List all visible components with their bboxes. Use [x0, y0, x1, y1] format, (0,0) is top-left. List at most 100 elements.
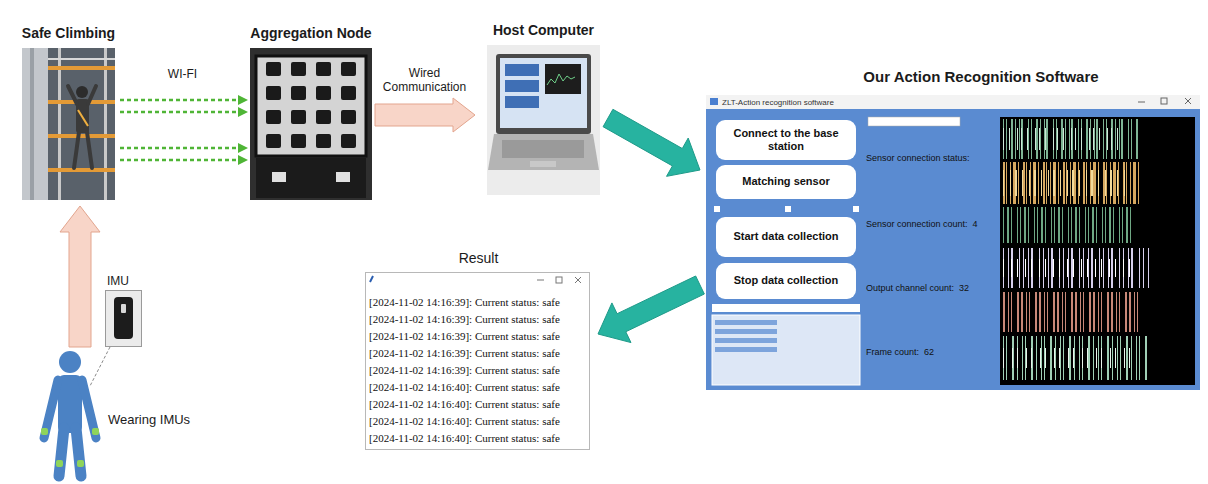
- sensor-label: IMU: [107, 274, 129, 288]
- person-figure: Wearing IMUs: [30, 350, 180, 482]
- climbing-photo-part: [104, 48, 107, 200]
- wifi-arrow: [120, 99, 246, 102]
- climbing-photo-part: [48, 134, 115, 138]
- panel-heading: Host Computer: [493, 22, 594, 38]
- software-screenshot-part: [714, 206, 720, 212]
- laptop-photo-part: [530, 161, 556, 167]
- person-silhouette: [41, 351, 99, 476]
- aggregation-node-photo: [250, 48, 372, 200]
- person-silhouette-part: [44, 380, 96, 438]
- climbing-photo: [22, 48, 115, 200]
- software-screenshot-part: [710, 98, 718, 105]
- software-screenshot-part: [712, 304, 860, 312]
- laptop-photo-part: [488, 134, 599, 170]
- aggregation-node-photo-part: [272, 172, 286, 182]
- photo-panel: Aggregation Node: [250, 48, 372, 200]
- imu-device-part: [114, 297, 133, 339]
- software-screenshot-part: [1161, 98, 1167, 104]
- climbing-photo-part: [48, 58, 115, 60]
- log-window: Result[2024-11-02 14:16:39]: Current sta…: [365, 272, 590, 450]
- software-screenshot-part: [706, 95, 1200, 390]
- aggregation-node-photo-part: [250, 48, 372, 200]
- block-arrow: [603, 109, 700, 176]
- field-label: Frame count:: [866, 346, 919, 358]
- software-screenshot-part: [785, 206, 791, 212]
- climbing-photo-part: [78, 110, 88, 126]
- block-arrow: [598, 276, 704, 343]
- laptop-photo-part: [505, 80, 539, 92]
- window-title: ZLT-Action recognition software: [722, 97, 834, 109]
- result-window-part: [556, 277, 562, 283]
- software-screenshot-part: [1003, 162, 1142, 204]
- field-label: Output channel count:: [866, 282, 954, 294]
- connector: [375, 98, 475, 132]
- software-button: Connect to the base station: [716, 120, 856, 160]
- panel-heading: Result: [459, 250, 499, 266]
- log-line: [2024-11-02 14:16:39]: Current status: s…: [369, 294, 560, 311]
- photo-panel: Host Computer: [487, 45, 600, 195]
- figure-caption: Wearing IMUs: [108, 412, 190, 427]
- software-screenshot-part: [1000, 117, 1195, 385]
- software-screenshot-part: [715, 338, 777, 343]
- field-label: Sensor connection status:: [866, 152, 970, 164]
- log-line: [2024-11-02 14:16:40]: Current status: s…: [369, 430, 560, 447]
- person-silhouette-part: [77, 460, 84, 467]
- imu-device-part: [90, 347, 110, 386]
- climbing-photo-part: [22, 48, 48, 200]
- software-button: Matching sensor: [716, 165, 856, 199]
- log-line: [2024-11-02 14:16:40]: Current status: s…: [369, 413, 560, 430]
- laptop-photo-part: [545, 64, 581, 94]
- log-line: [2024-11-02 14:16:39]: Current status: s…: [369, 311, 560, 328]
- imu-device-part: [121, 304, 126, 313]
- laptop-photo-part: [505, 96, 539, 108]
- connector: [120, 100, 246, 160]
- laptop-photo: [487, 45, 600, 195]
- climbing-photo-part: [76, 86, 88, 98]
- software-button: Stop data collection: [716, 263, 856, 299]
- software-screenshot-part: [1003, 128, 1120, 150]
- laptop-photo-part: [487, 45, 600, 195]
- climbing-photo-part: [22, 48, 115, 200]
- laptop-photo-part: [505, 64, 539, 76]
- log-line: [2024-11-02 14:16:40]: Current status: s…: [369, 396, 560, 413]
- log-line: [2024-11-02 14:16:40]: Current status: s…: [369, 379, 560, 396]
- climbing-photo-part: [48, 66, 115, 70]
- software-screenshot-part: [706, 95, 1200, 109]
- result-window: [365, 272, 590, 450]
- photo-panel: Safe Climbing: [22, 48, 115, 200]
- wifi-arrow: [120, 147, 246, 150]
- person-silhouette-part: [59, 351, 81, 373]
- log-line: [2024-11-02 14:16:39]: Current status: s…: [369, 328, 560, 345]
- connector: [598, 276, 704, 343]
- button-label: Stop data collection: [734, 274, 839, 287]
- imu-device: [90, 290, 142, 386]
- wifi-arrow: [120, 111, 246, 114]
- software-screenshot-part: [1003, 207, 1132, 243]
- software-screenshot-part: [1003, 336, 1150, 380]
- laptop-photo-part: [500, 58, 587, 128]
- panel-heading: Aggregation Node: [250, 25, 371, 41]
- wifi-arrow: [120, 159, 246, 162]
- software-screenshot-part: [1003, 292, 1140, 332]
- log-line: [2024-11-02 14:16:39]: Current status: s…: [369, 362, 560, 379]
- software-screenshot-part: [1003, 348, 1135, 368]
- panel-heading: Our Action Recognition Software: [863, 68, 1098, 85]
- software-screenshot-part: [868, 117, 960, 126]
- person-silhouette-part: [41, 428, 48, 435]
- panel-heading: Safe Climbing: [22, 25, 115, 41]
- person-silhouette-part: [92, 428, 99, 435]
- result-window-part: [537, 277, 581, 283]
- block-arrow: [60, 206, 100, 347]
- software-screenshot-part: [1138, 98, 1191, 104]
- software-screenshot-part: [1003, 259, 1130, 277]
- climbing-photo-part: [30, 48, 34, 200]
- software-screenshot-part: [712, 315, 860, 385]
- software-screenshot-part: [715, 347, 777, 352]
- software-screenshot-part: [715, 320, 777, 325]
- field-value: 62: [924, 346, 934, 358]
- field-value: 32: [959, 282, 969, 294]
- software-button: Start data collection: [716, 217, 856, 257]
- software-screenshot-part: [1003, 248, 1150, 288]
